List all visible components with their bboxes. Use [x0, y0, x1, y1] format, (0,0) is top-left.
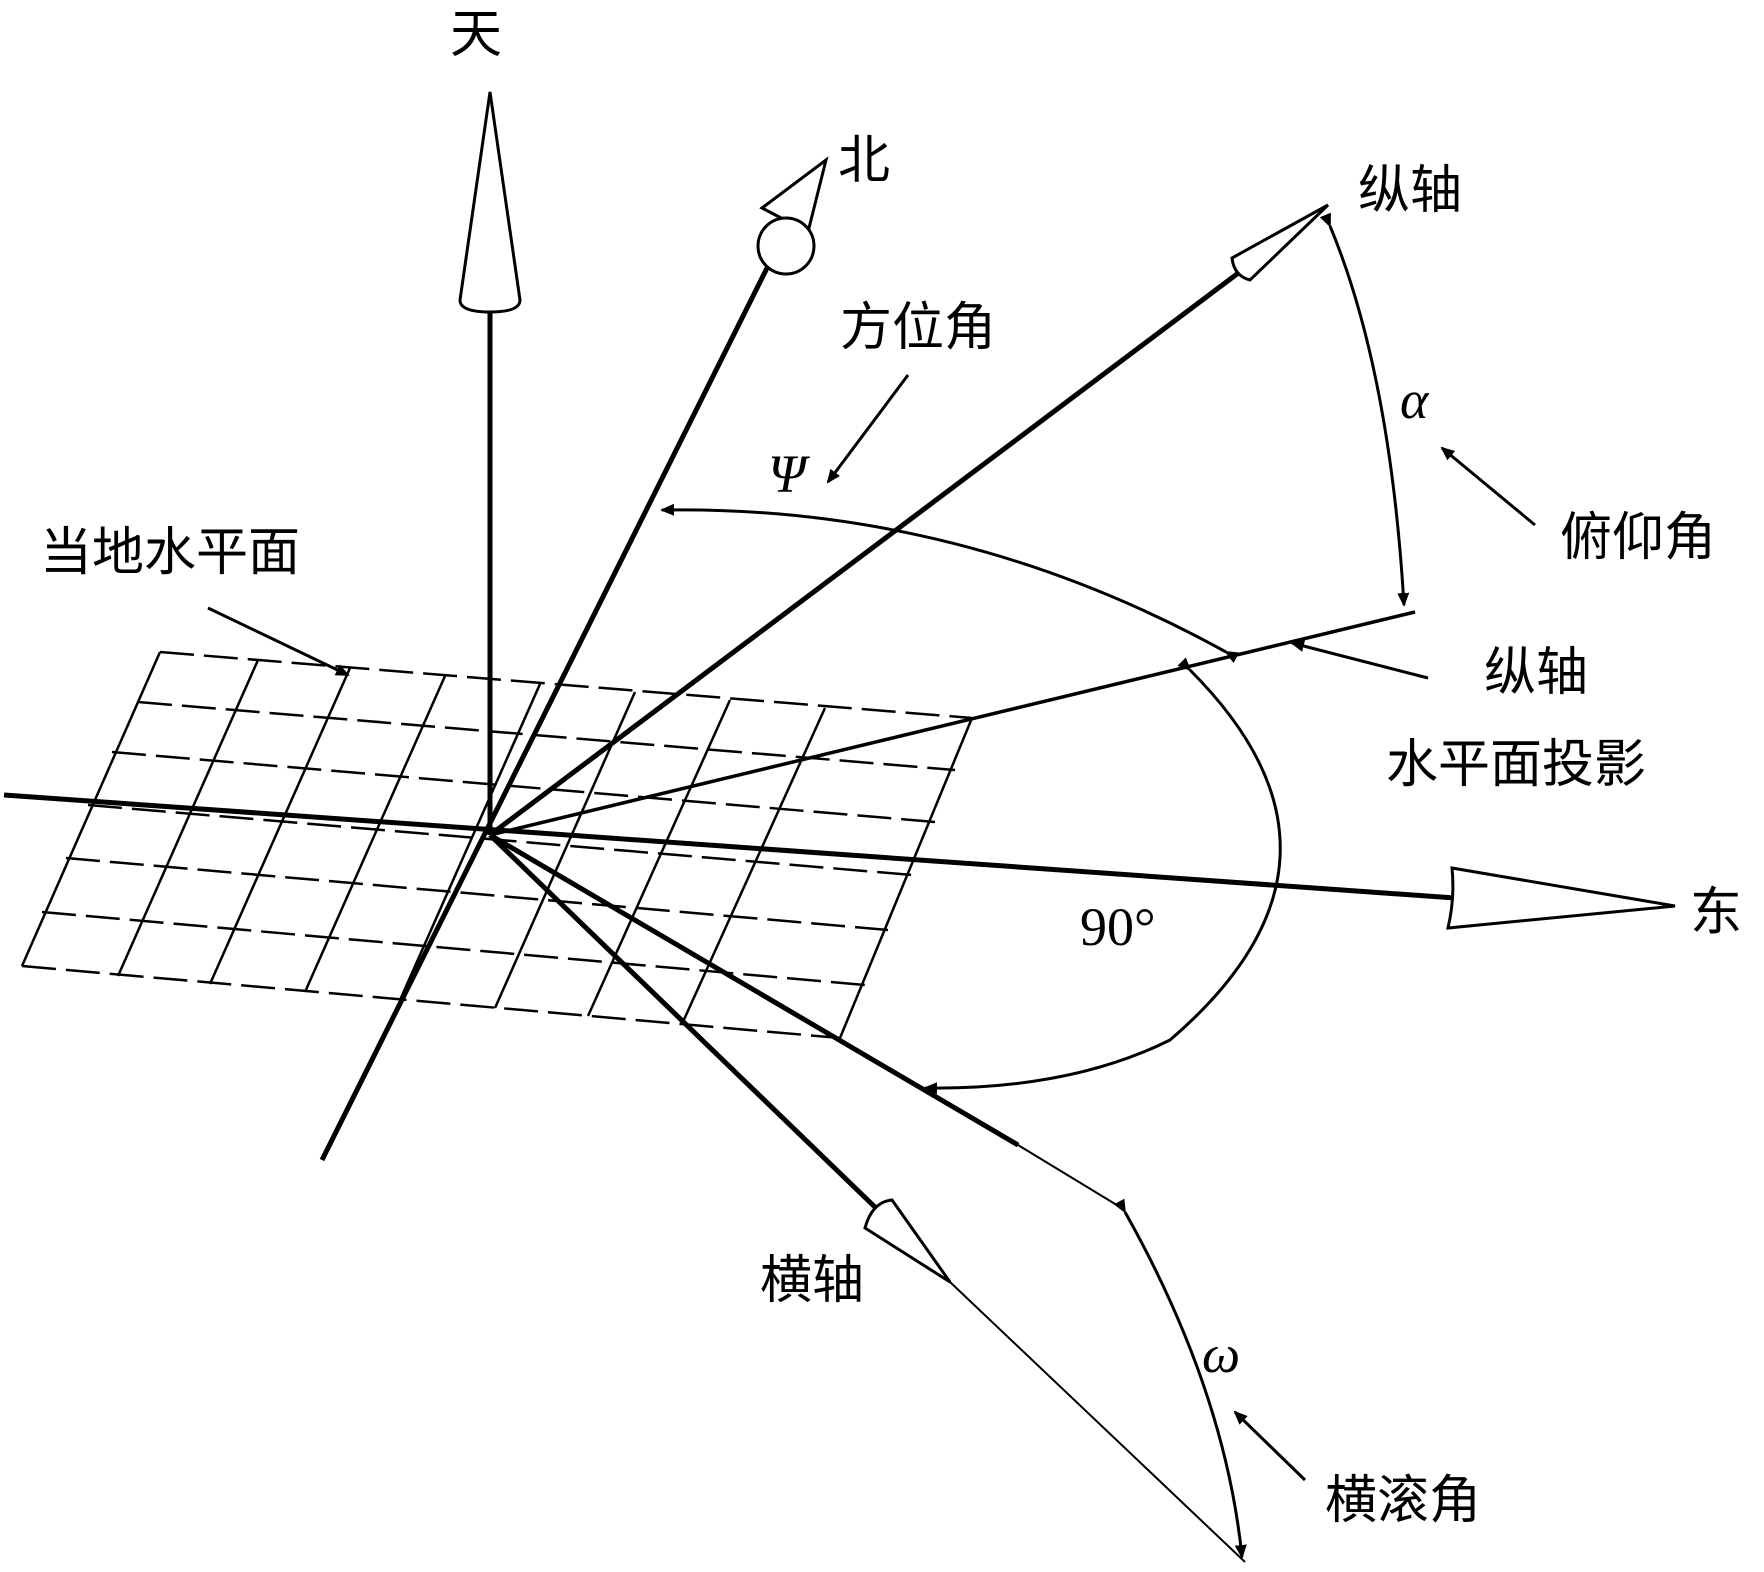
north-circle-icon — [756, 216, 816, 276]
longitudinal-axis-label: 纵轴 — [1358, 161, 1462, 221]
grid-column-line — [116, 659, 260, 977]
pitch-pointer — [1440, 446, 1536, 527]
azimuth-pointer — [826, 374, 910, 484]
grid-row-line — [137, 700, 956, 772]
lateral-arrowhead — [863, 1198, 952, 1284]
lateral-axis-label: 横轴 — [760, 1251, 864, 1311]
local-horizontal-plane-label: 当地水平面 — [40, 523, 300, 583]
grid-column-line — [303, 675, 447, 993]
roll-angle-label: 横滚角 — [1325, 1471, 1481, 1531]
up-arrowhead — [458, 91, 522, 314]
up-label: 天 — [450, 5, 502, 65]
projection-pointer — [1290, 640, 1429, 680]
alpha-label: α — [1400, 370, 1430, 430]
omega-label: ω — [1202, 1324, 1240, 1384]
psi-label: Ψ — [768, 444, 811, 504]
pitch-arc — [1319, 212, 1410, 607]
grid-row-line — [159, 650, 973, 720]
pitch-angle-label: 俯仰角 — [1560, 508, 1716, 568]
grid-row-line — [111, 750, 936, 824]
grid-column-line — [398, 683, 542, 1001]
local-horizontal-plane-grid — [20, 650, 974, 1040]
grid-row-line — [41, 910, 866, 987]
projection-label-line1: 纵轴 — [1484, 643, 1588, 703]
grid-column-line — [208, 667, 352, 985]
north-axis — [319, 156, 829, 1162]
east-label: 东 — [1690, 883, 1742, 943]
east-axis — [3, 792, 1676, 930]
azimuth-arc — [660, 503, 1240, 664]
roll-pointer — [1233, 1410, 1307, 1482]
longitudinal-projection-line — [489, 610, 1416, 837]
grid-column-line — [20, 651, 162, 967]
plane-pointer — [207, 606, 350, 677]
longitudinal-arrowhead — [1230, 203, 1330, 282]
projection-label-line2: 水平面投影 — [1386, 735, 1646, 795]
grid-column-line — [586, 699, 732, 1017]
east-arrowhead — [1446, 866, 1676, 930]
grid-row-line — [21, 964, 841, 1040]
up-axis — [458, 91, 522, 835]
lateral-projection-line — [488, 832, 1126, 1211]
azimuth-label: 方位角 — [840, 298, 996, 358]
right-angle-arc — [923, 657, 1282, 1095]
angle-90-label: 90° — [1080, 897, 1156, 957]
north-label: 北 — [838, 131, 890, 191]
roll-arc — [1113, 1198, 1247, 1559]
grid-row-line — [65, 856, 889, 932]
